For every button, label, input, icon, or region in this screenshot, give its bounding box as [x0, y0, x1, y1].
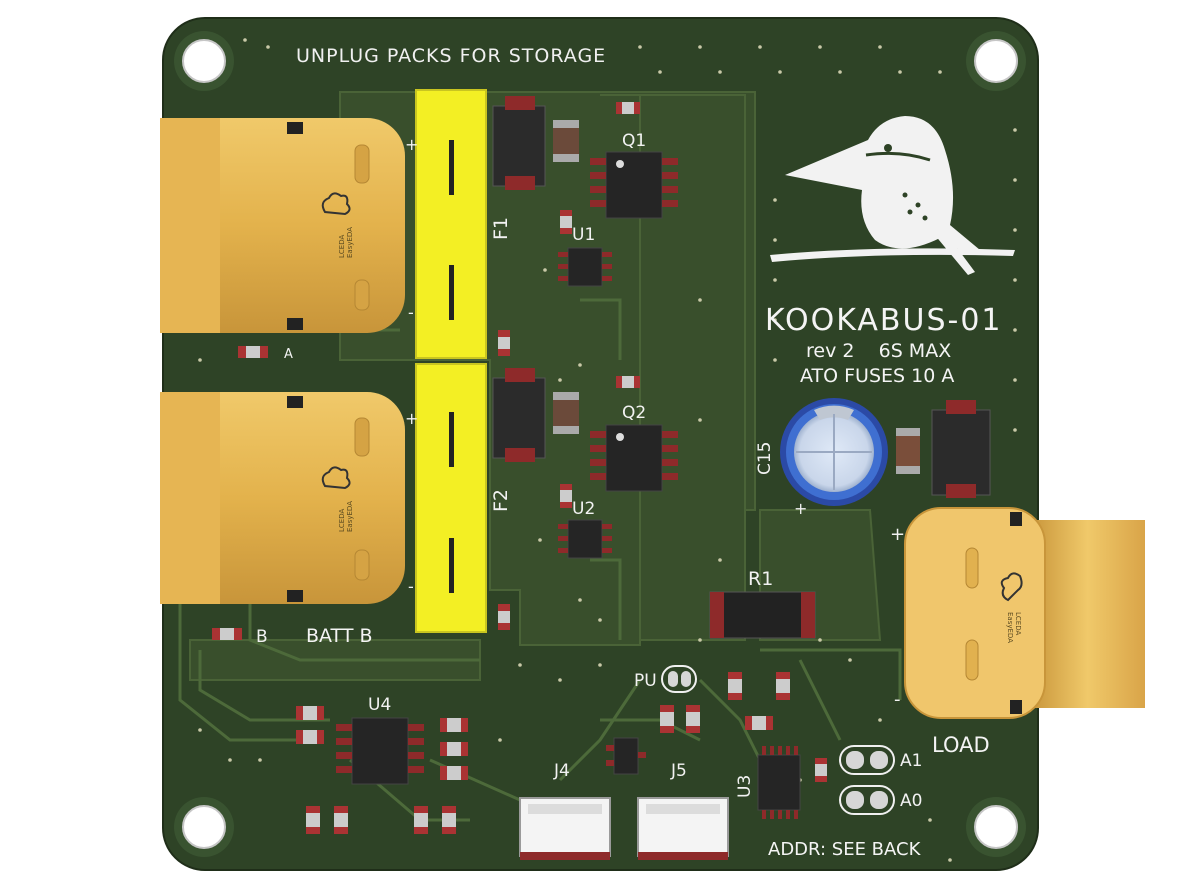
designator-q2: Q2: [622, 403, 646, 423]
brand-lceda-load: LCEDA: [1014, 612, 1022, 635]
transistor-sot23: [606, 737, 646, 775]
designator-j5: J5: [670, 761, 687, 781]
ic-u3: [757, 746, 801, 819]
designator-j4: J4: [553, 761, 570, 781]
fuse-f2: [415, 363, 487, 633]
designator-a-mark: A: [284, 347, 293, 362]
easyeda-cloud-icon: [321, 466, 351, 490]
designator-r1: R1: [748, 568, 773, 590]
solder-jumper-a1: [839, 745, 895, 775]
load-label: LOAD: [932, 733, 990, 757]
designator-pu: PU: [634, 671, 657, 691]
mounting-hole-icon: [174, 31, 1026, 857]
ic-u4: [336, 717, 424, 785]
designator-c15: C15: [755, 441, 775, 475]
brand-easyeda-a: EasyEDA: [346, 227, 354, 258]
designator-q1: Q1: [622, 131, 646, 151]
batt-b-label: BATT B: [306, 625, 373, 647]
diode-mid: [492, 368, 546, 462]
designator-u2: U2: [572, 499, 595, 519]
capacitor-c15: [780, 398, 888, 506]
polarity-plus-b: +: [405, 409, 418, 428]
battery-connector-a: [160, 118, 405, 333]
storage-note: UNPLUG PACKS FOR STORAGE: [296, 45, 606, 67]
diode-load: [931, 400, 991, 498]
brand-lceda-a: LCEDA: [338, 235, 346, 258]
brand-easyeda-load: EasyEDA: [1006, 612, 1014, 643]
ic-u1: [558, 247, 612, 287]
designator-a0: A0: [900, 791, 922, 811]
polarity-minus-load: -: [894, 689, 901, 710]
brand-lceda-b: LCEDA: [338, 509, 346, 532]
connector-j4: [519, 797, 611, 860]
fuse-f1: [415, 89, 487, 359]
load-connector: [904, 507, 1145, 719]
designator-u4: U4: [368, 695, 391, 715]
designator-u3: U3: [735, 775, 755, 798]
addr-note: ADDR: SEE BACK: [768, 839, 922, 860]
designator-f2: F2: [490, 489, 512, 512]
connector-j5: [637, 797, 729, 860]
resistor-r1: [709, 591, 816, 639]
polarity-minus-a: -: [408, 303, 414, 322]
designator-b-mark: B: [256, 627, 268, 647]
diode-top: [492, 96, 546, 190]
brand-easyeda-b: EasyEDA: [346, 501, 354, 532]
polarity-plus-a: +: [405, 135, 418, 154]
kookaburra-logo-icon: [770, 116, 1015, 275]
polarity-plus-cap: +: [794, 499, 807, 518]
polarity-minus-b: -: [408, 577, 414, 596]
board-title: KOOKABUS-01: [765, 303, 1003, 338]
mosfet-q2: [590, 424, 678, 492]
easyeda-cloud-icon: [321, 192, 351, 216]
polarity-plus-load: +: [890, 524, 905, 545]
designator-u1: U1: [572, 225, 595, 245]
mosfet-q1: [590, 151, 678, 219]
rev-line: rev 2 6S MAX: [806, 340, 951, 362]
passive-components: [212, 102, 920, 834]
solder-jumper-a0: [839, 785, 895, 815]
designator-f1: F1: [490, 217, 512, 240]
easyeda-cloud-icon: [1000, 572, 1023, 602]
fuse-line: ATO FUSES 10 A: [800, 365, 954, 387]
battery-connector-b: [160, 392, 405, 604]
designator-a1: A1: [900, 751, 922, 771]
ic-u2: [558, 519, 612, 559]
solder-jumper-pu: [661, 665, 697, 693]
